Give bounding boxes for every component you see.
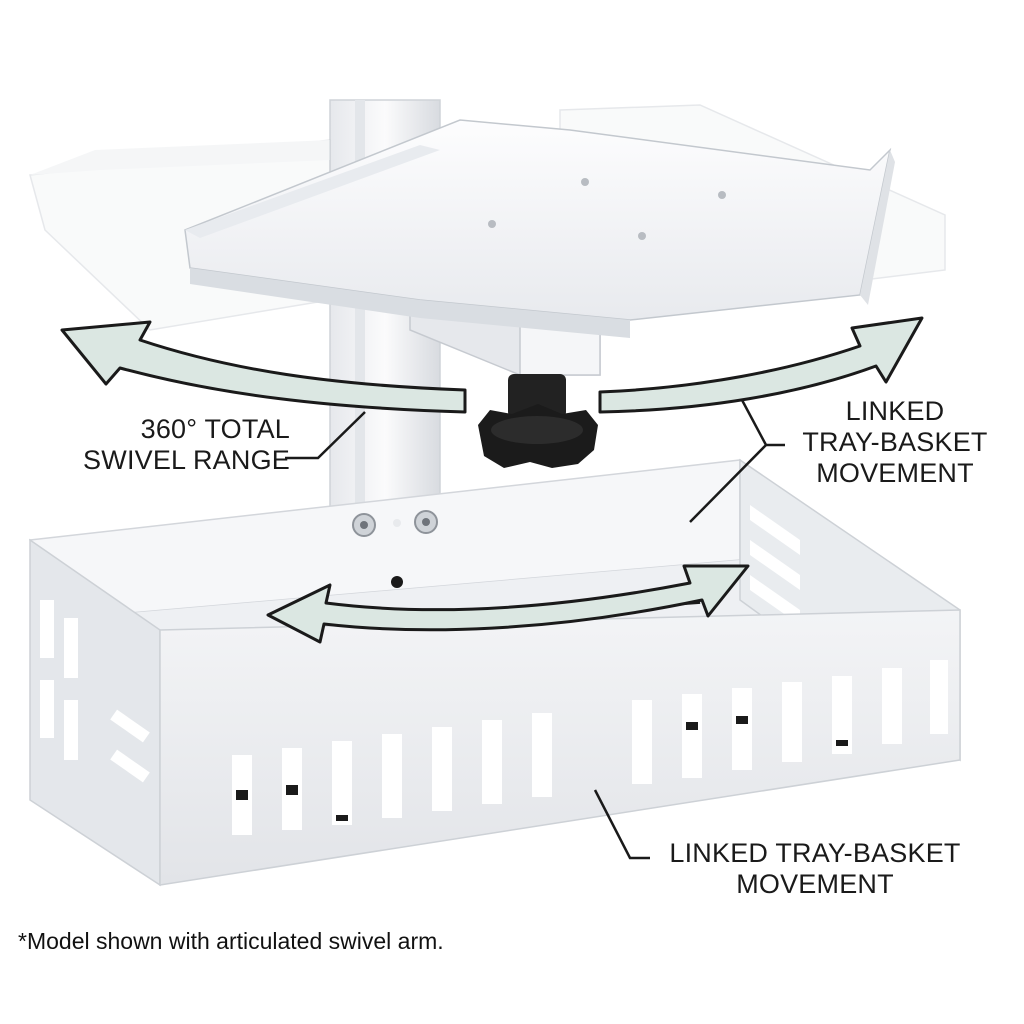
- callout-linked-movement-bottom: LINKED TRAY-BASKET MOVEMENT: [655, 838, 975, 900]
- callout-line: TRAY-BASKET: [802, 427, 988, 457]
- top-tray: [184, 119, 895, 338]
- storage-basket: [29, 458, 961, 887]
- callout-line: 360° TOTAL: [140, 414, 290, 444]
- callout-line: MOVEMENT: [736, 869, 894, 899]
- curved-double-arrow-icon: [60, 316, 924, 414]
- callout-line: LINKED TRAY-BASKET: [669, 838, 961, 868]
- callout-line: MOVEMENT: [816, 458, 974, 488]
- footnote: *Model shown with articulated swivel arm…: [18, 928, 444, 954]
- swivel-knob-icon: [478, 374, 598, 468]
- callout-line: SWIVEL RANGE: [83, 445, 290, 475]
- callout-swivel-range: 360° TOTAL SWIVEL RANGE: [60, 414, 290, 476]
- callout-leaders: [285, 399, 785, 860]
- callout-linked-movement-top: LINKED TRAY-BASKET MOVEMENT: [790, 396, 1000, 489]
- curved-double-arrow-icon: [266, 564, 750, 644]
- callout-line: LINKED: [845, 396, 945, 426]
